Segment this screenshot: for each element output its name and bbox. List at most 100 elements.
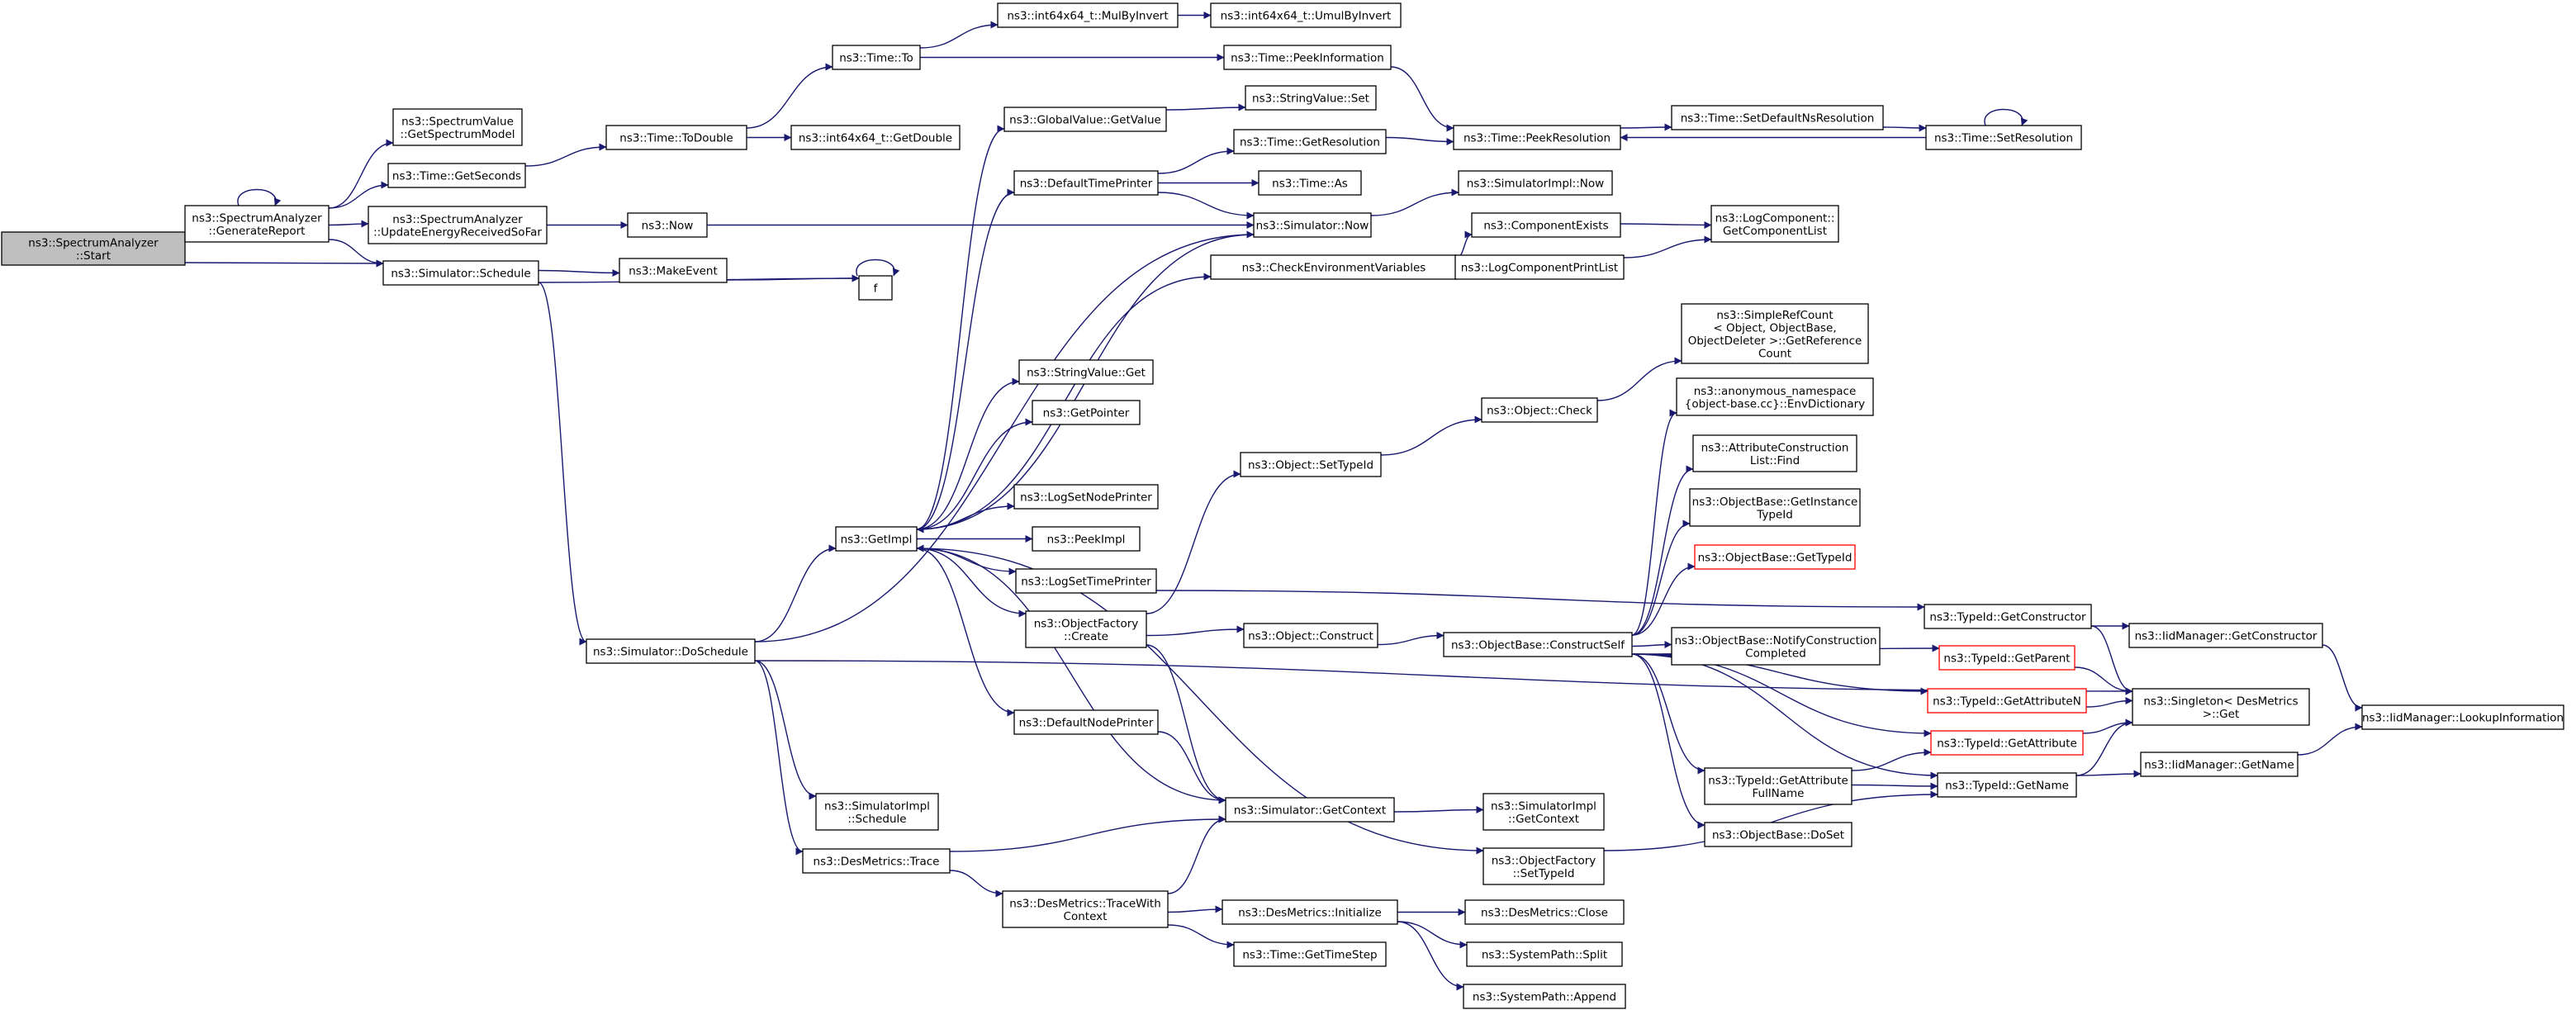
node-des-metrics-close[interactable]: ns3::DesMetrics::Close (1464, 899, 1625, 925)
node-des-metrics-initialize[interactable]: ns3::DesMetrics::Initialize (1222, 899, 1398, 925)
node-label-line: ns3::SimulatorImpl (824, 799, 930, 813)
node-type-id-get-attribute[interactable]: ns3::TypeId::GetAttribute (1930, 730, 2084, 756)
call-edge-iid_manager_get_name-to-iid_manager_lookup_information (2297, 723, 2363, 756)
node-global-value-get-value[interactable]: ns3::GlobalValue::GetValue (1003, 107, 1167, 132)
node-box (1930, 730, 2084, 756)
node-string-value-get[interactable]: ns3::StringValue::Get (1018, 359, 1154, 385)
node-log-component-get-list[interactable]: ns3::LogComponent::GetComponentList (1710, 205, 1839, 243)
node-type-id-get-parent[interactable]: ns3::TypeId::GetParent (1938, 645, 2076, 671)
node-des-metrics-trace[interactable]: ns3::DesMetrics::Trace (802, 848, 951, 874)
node-log-component-print-list[interactable]: ns3::LogComponentPrintList (1454, 254, 1625, 280)
node-box (1222, 899, 1398, 925)
node-int64x64-get-double[interactable]: ns3::int64x64_t::GetDouble (790, 125, 961, 150)
node-object-factory-set-type-id[interactable]: ns3::ObjectFactory::SetTypeId (1483, 847, 1605, 885)
node-singleton-get[interactable]: ns3::Singleton< DesMetrics>::Get (2132, 688, 2310, 726)
node-object-factory-create[interactable]: ns3::ObjectFactory::Create (1025, 610, 1147, 648)
node-simulator-get-context[interactable]: ns3::Simulator::GetContext (1225, 797, 1395, 823)
node-iid-manager-get-constructor[interactable]: ns3::IidManager::GetConstructor (2128, 623, 2323, 648)
node-f[interactable]: f (858, 275, 893, 301)
node-time-get-seconds[interactable]: ns3::Time::GetSeconds (387, 163, 526, 188)
node-system-path-append[interactable]: ns3::SystemPath::Append (1463, 984, 1626, 1009)
call-edge-object_set_type_id-to-object_check (1380, 415, 1483, 456)
node-simulator-impl-now[interactable]: ns3::SimulatorImpl::Now (1458, 170, 1613, 196)
node-object-check[interactable]: ns3::Object::Check (1481, 397, 1598, 423)
node-box (1938, 645, 2076, 671)
node-time-set-resolution[interactable]: ns3::Time::SetResolution (1925, 125, 2082, 150)
node-label-line: ns3::IidManager::LookupInformation (2362, 712, 2564, 725)
node-box (184, 205, 330, 243)
node-component-exists[interactable]: ns3::ComponentExists (1471, 212, 1621, 238)
node-mul-by-invert[interactable]: ns3::int64x64_t::MulByInvert (997, 2, 1179, 28)
node-peek-impl[interactable]: ns3::PeekImpl (1032, 526, 1141, 552)
node-update-energy[interactable]: ns3::SpectrumAnalyzer::UpdateEnergyRecei… (368, 206, 548, 244)
node-check-env-vars[interactable]: ns3::CheckEnvironmentVariables (1210, 254, 1458, 280)
node-simple-ref-count[interactable]: ns3::SimpleRefCount< Object, ObjectBase,… (1681, 303, 1869, 364)
node-time-peek-information[interactable]: ns3::Time::PeekInformation (1223, 45, 1392, 70)
node-log-set-time-printer[interactable]: ns3::LogSetTimePrinter (1015, 568, 1157, 594)
node-ns3-now[interactable]: ns3::Now (627, 212, 708, 238)
call-edge-type_id_get_name-to-iid_manager_get_name (2076, 770, 2142, 778)
node-label-line: ns3::SpectrumAnalyzer (192, 211, 322, 225)
node-label-line: ns3::TypeId::GetAttribute (1937, 737, 2077, 751)
node-simulator-do-schedule[interactable]: ns3::Simulator::DoSchedule (586, 638, 756, 664)
node-iid-manager-lookup-information[interactable]: ns3::IidManager::LookupInformation (2361, 704, 2564, 730)
node-label-line: Completed (1745, 647, 1806, 660)
node-type-id-get-name[interactable]: ns3::TypeId::GetName (1937, 772, 2077, 798)
node-box (1689, 488, 1861, 527)
node-time-as[interactable]: ns3::Time::As (1258, 170, 1362, 196)
node-time-get-time-step[interactable]: ns3::Time::GetTimeStep (1233, 941, 1387, 967)
node-get-pointer[interactable]: ns3::GetPointer (1032, 400, 1141, 425)
node-label-line: ns3::ObjectBase::DoSet (1712, 829, 1844, 842)
call-edge-type_id_get_constructor-to-singleton_get (2090, 625, 2133, 695)
node-iid-manager-get-name[interactable]: ns3::IidManager::GetName (2140, 752, 2298, 777)
node-object-set-type-id[interactable]: ns3::Object::SetTypeId (1240, 452, 1382, 477)
node-label-line: f (874, 282, 879, 296)
node-label-line: ns3::Object::SetTypeId (1248, 459, 1373, 472)
node-default-time-printer[interactable]: ns3::DefaultTimePrinter (1013, 170, 1159, 196)
node-simulator-impl-get-context[interactable]: ns3::SimulatorImpl::GetContext (1483, 793, 1605, 831)
call-edge-generate_report-to-spectrum_value_get_model (328, 139, 394, 209)
node-object-construct[interactable]: ns3::Object::Construct (1243, 623, 1378, 648)
node-time-to-double[interactable]: ns3::Time::ToDouble (605, 125, 747, 150)
node-spectrum-value-get-model[interactable]: ns3::SpectrumValue::GetSpectrumModel (392, 108, 523, 146)
node-make-event[interactable]: ns3::MakeEvent (619, 258, 728, 283)
node-box (835, 526, 918, 552)
node-get-impl[interactable]: ns3::GetImpl (835, 526, 918, 552)
node-string-value-set[interactable]: ns3::StringValue::Set (1245, 85, 1377, 111)
node-system-path-split[interactable]: ns3::SystemPath::Split (1466, 941, 1623, 967)
node-label-line: ns3::PeekImpl (1047, 533, 1126, 547)
node-object-base-get-type-id[interactable]: ns3::ObjectBase::GetTypeId (1694, 544, 1856, 570)
node-object-base-notify-construction-completed[interactable]: ns3::ObjectBase::NotifyConstructionCompl… (1671, 627, 1881, 666)
node-start[interactable]: ns3::SpectrumAnalyzer::Start (1, 231, 186, 266)
node-type-id-get-constructor[interactable]: ns3::TypeId::GetConstructor (1924, 604, 2092, 629)
node-time-set-default-ns-resolution[interactable]: ns3::Time::SetDefaultNsResolution (1671, 105, 1884, 130)
node-time-peek-resolution[interactable]: ns3::Time::PeekResolution (1453, 125, 1621, 150)
node-time-to[interactable]: ns3::Time::To (832, 45, 921, 70)
call-edge-default_node_printer-to-simulator_get_context (1157, 731, 1226, 804)
node-box (1025, 610, 1147, 648)
node-box (1454, 254, 1625, 280)
call-edge-object_base_construct_self-to-type_id_get_attribute (1631, 653, 1932, 737)
call-edge-simulator_do_schedule-to-get_impl (754, 544, 837, 643)
node-label-line: Context (1064, 910, 1108, 923)
node-object-base-do-set[interactable]: ns3::ObjectBase::DoSet (1704, 822, 1853, 847)
node-label-line: ns3::Singleton< DesMetrics (2143, 695, 2298, 708)
call-edge-time_peek_information-to-time_peek_resolution (1390, 66, 1454, 132)
node-simulator-impl-schedule[interactable]: ns3::SimulatorImpl::Schedule (815, 793, 939, 831)
node-simulator-schedule[interactable]: ns3::Simulator::Schedule (382, 260, 539, 286)
call-edge-des_metrics_initialize-to-system_path_split (1397, 921, 1468, 949)
node-object-base-construct-self[interactable]: ns3::ObjectBase::ConstructSelf (1443, 632, 1633, 657)
node-type-id-get-attribute-n[interactable]: ns3::TypeId::GetAttributeN (1927, 688, 2087, 714)
node-generate-report[interactable]: ns3::SpectrumAnalyzer::GenerateReport (184, 205, 330, 243)
node-umul-by-invert[interactable]: ns3::int64x64_t::UmulByInvert (1210, 2, 1402, 28)
node-time-get-resolution[interactable]: ns3::Time::GetResolution (1233, 129, 1387, 154)
node-env-dictionary[interactable]: ns3::anonymous_namespace{object-base.cc}… (1676, 377, 1874, 416)
node-log-set-node-printer[interactable]: ns3::LogSetNodePrinter (1013, 484, 1159, 510)
node-simulator-now[interactable]: ns3::Simulator::Now (1253, 212, 1372, 238)
node-default-node-printer[interactable]: ns3::DefaultNodePrinter (1013, 709, 1159, 735)
call-edge-object_base_construct_self-to-type_id_get_attribute_full_name (1631, 653, 1705, 775)
